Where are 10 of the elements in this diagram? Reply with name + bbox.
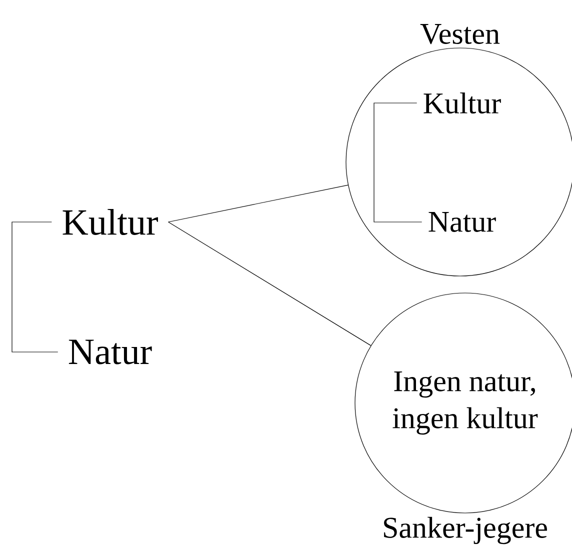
connector-line [168, 184, 348, 222]
word: Kultur [62, 208, 158, 236]
connector-line [168, 222, 372, 346]
word: Natur [428, 212, 496, 232]
node-label: Vesten [420, 24, 500, 44]
word: Natur [68, 340, 152, 364]
node-label: Sanker-jegere [384, 516, 547, 544]
bracket-line [374, 102, 422, 222]
word: Kultur [424, 92, 501, 114]
bracket-line [12, 222, 58, 352]
